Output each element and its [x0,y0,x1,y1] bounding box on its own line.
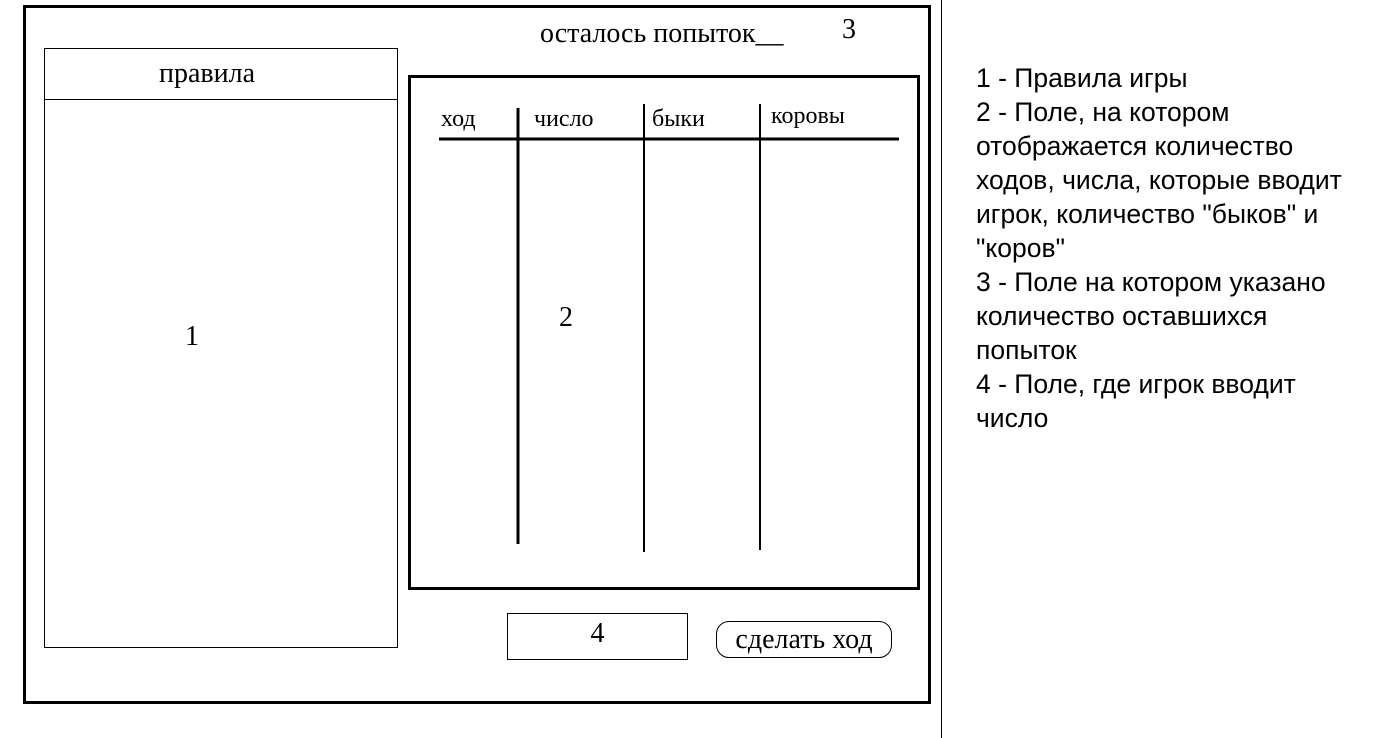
legend-line: попыток [976,335,1077,365]
legend-line: игрок, количество "быков" и [976,199,1319,229]
rules-panel-marker: 1 [185,321,199,352]
moves-table-grid [439,104,899,552]
column-header-bulls: быки [652,106,705,132]
legend-line: число [976,403,1049,433]
moves-table-marker: 2 [559,302,573,333]
rules-header [45,49,397,100]
legend-line: количество оставшихся [976,301,1268,331]
rules-panel: правила 1 [44,48,398,648]
rules-title: правила [158,58,256,89]
legend: 1 - Правила игры 2 - Поле, на котором от… [976,61,1376,435]
app-window-frame [23,5,931,704]
column-header-cows: коровы [771,103,845,129]
legend-line: 4 - Поле, где игрок вводит [976,369,1296,399]
attempts-remaining-marker: 3 [842,14,856,45]
legend-line: "коров" [976,233,1065,263]
attempts-remaining-label: осталось попыток__ [540,18,784,49]
legend-line: 1 - Правила игры [976,63,1188,93]
number-input[interactable]: 4 [507,613,688,660]
separator-line [941,0,942,738]
legend-line: отображается количество [976,131,1294,161]
column-header-number: число [534,106,594,132]
legend-line: 3 - Поле на котором указано [976,267,1326,297]
make-move-button[interactable]: сделать ход [716,621,892,658]
legend-line: ходов, числа, которые вводит [976,165,1342,195]
legend-line: 2 - Поле, на котором [976,97,1230,127]
moves-table-panel: ход число быки коровы 2 [408,75,920,590]
column-header-move: ход [441,106,476,132]
